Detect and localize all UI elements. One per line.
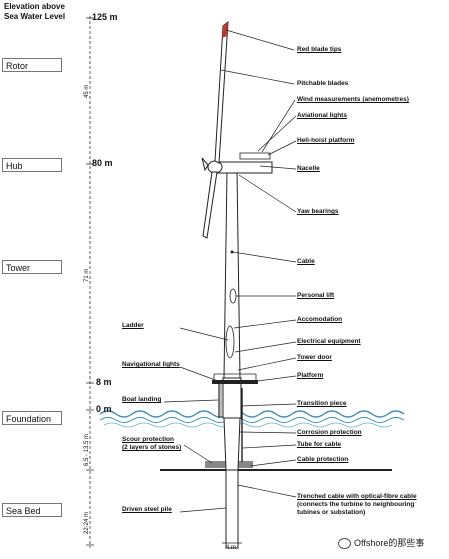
elevation-hub: 80 m [92, 158, 113, 168]
label-boat-landing: Boat landing [122, 396, 162, 403]
zone-tower: Tower [2, 260, 62, 274]
red-blade-tip [222, 22, 228, 38]
segment-seabed: 22-24 m [84, 511, 90, 534]
elevation-heading-line1: Elevation above [4, 2, 65, 11]
label-nacelle: Nacelle [297, 165, 320, 172]
zone-sea-bed: Sea Bed [2, 503, 62, 517]
blade-up [214, 20, 229, 164]
label-heli-hoist: Heli-hoist platform [297, 137, 355, 144]
axis-ticks [86, 17, 94, 546]
label-navigational-lights: Navigational lights [122, 361, 180, 368]
elevation-top: 125 m [92, 12, 118, 22]
label-transition-piece: Transition piece [297, 400, 347, 407]
label-tower-door: Tower door [297, 354, 332, 361]
label-scour-protection-line1: Scour protection [122, 436, 175, 443]
segment-tower: 71 m [84, 268, 90, 282]
label-platform: Platform [297, 372, 324, 379]
water-wave-2 [99, 417, 405, 423]
pile-diameter: 4 m [226, 545, 237, 551]
elevation-platform: 8 m [96, 377, 112, 387]
label-wind-measurements: Wind measurements (anemometres) [297, 96, 409, 103]
label-personal-lift: Personal lift [297, 292, 335, 299]
label-scour-protection-line2: (2 layers of stones) [122, 444, 182, 451]
blade-down [202, 171, 218, 239]
label-aviational-lights: Aviational lights [297, 112, 347, 119]
label-pitchable-blades: Pitchable blades [297, 80, 349, 87]
segment-rotor: 45 m [84, 84, 90, 98]
hub-spinner [207, 160, 223, 174]
personal-lift [229, 288, 237, 304]
label-red-blade-tips: Red blade tips [297, 46, 342, 53]
elevation-heading: Elevation above Sea Water Level [4, 2, 65, 22]
label-trenched-cable-line2: (connects the turbine to neighbouring [297, 501, 415, 508]
label-trenched-cable-line1: Trenched cable with optical-fibre cable [297, 493, 417, 500]
heli-hoist-platform [239, 152, 271, 160]
label-trenched-cable-line3: tubines or substation) [297, 509, 366, 516]
label-scour-protection: Scour protection (2 layers of stones) [122, 436, 181, 452]
cable-marker [230, 250, 234, 254]
label-cable: Cable [297, 258, 315, 265]
monopile [223, 417, 241, 471]
watermark-text: Offshore的那些事 [354, 538, 425, 548]
label-yaw-bearings: Yaw bearings [297, 208, 339, 215]
elevation-heading-line2: Sea Water Level [4, 12, 66, 21]
label-tube-for-cable: Tube for cable [297, 441, 341, 448]
label-electrical-equipment: Electrical equipment [297, 338, 361, 345]
accomodation-unit [225, 325, 235, 359]
label-ladder: Ladder [122, 322, 144, 329]
zone-foundation: Foundation [2, 411, 62, 425]
label-accomodation: Accomodation [297, 316, 343, 323]
driven-steel-pile [225, 469, 239, 549]
zone-hub: Hub [2, 158, 62, 172]
label-corrosion-protection: Corrosion protection [297, 429, 362, 436]
water-wave-1 [99, 410, 405, 418]
label-trenched-cable: Trenched cable with optical-fibre cable … [297, 493, 417, 517]
nacelle [215, 161, 273, 174]
leader-lines-left [163, 327, 229, 513]
platform [212, 380, 258, 384]
watermark: Offshore的那些事 [338, 536, 425, 550]
zone-rotor: Rotor [2, 58, 62, 72]
leader-lines [220, 29, 297, 498]
segment-water: 6.5 - 13.5 m [84, 433, 90, 466]
label-cable-protection: Cable protection [297, 456, 349, 463]
elevation-sea: 0 m [96, 404, 112, 414]
blade-side [201, 157, 209, 172]
label-driven-steel-pile: Driven steel pile [122, 506, 172, 513]
wechat-icon [338, 538, 351, 550]
water-wave-3 [103, 422, 393, 428]
